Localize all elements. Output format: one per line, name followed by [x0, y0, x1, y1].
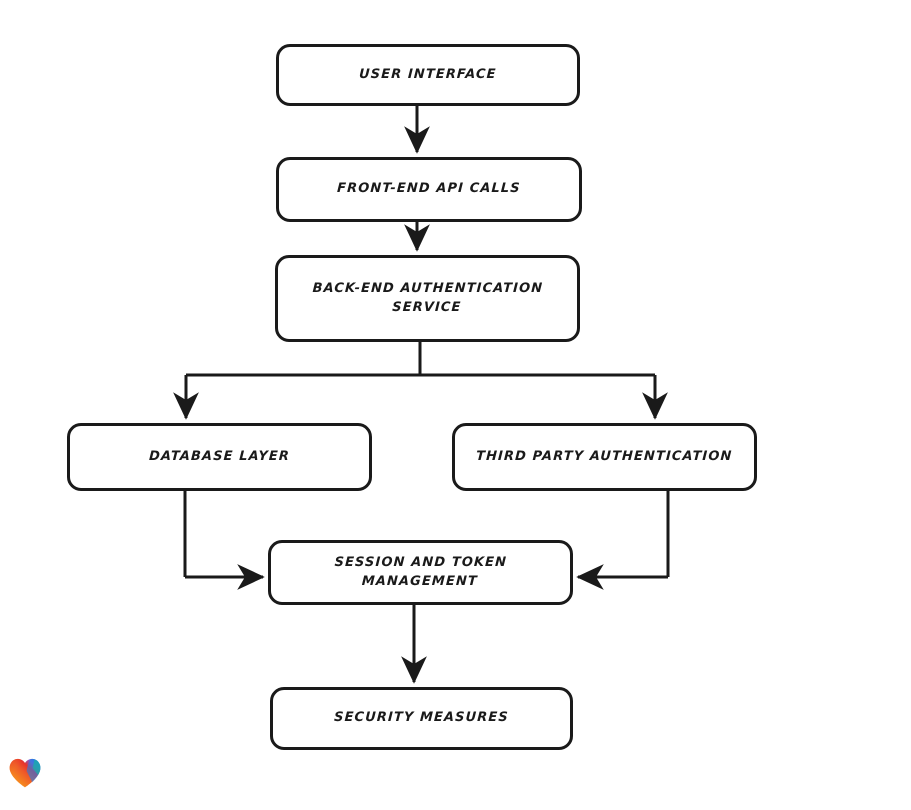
node-third-party-auth[interactable]: THIRD PARTY AUTHENTICATION — [452, 423, 757, 491]
node-user-interface[interactable]: USER INTERFACE — [276, 44, 580, 106]
node-session-token-mgmt[interactable]: SESSION AND TOKEN MANAGEMENT — [268, 540, 573, 605]
node-session-token-mgmt-label: SESSION AND TOKEN MANAGEMENT — [334, 554, 508, 589]
edge-thirdparty-to-session — [576, 491, 670, 590]
node-security-measures-label: SECURITY MEASURES — [333, 710, 510, 726]
node-front-end-api-calls[interactable]: FRONT-END API CALLS — [276, 157, 582, 222]
gradient-heart-icon — [9, 758, 41, 788]
node-database-layer[interactable]: DATABASE LAYER — [67, 423, 372, 491]
node-front-end-api-calls-label: FRONT-END API CALLS — [336, 181, 522, 197]
edge-backend-split-branch — [173, 342, 668, 420]
node-back-end-auth-service[interactable]: BACK-END AUTHENTICATION SERVICE — [275, 255, 580, 342]
node-security-measures[interactable]: SECURITY MEASURES — [270, 687, 573, 750]
node-database-layer-label: DATABASE LAYER — [148, 448, 291, 464]
node-user-interface-label: USER INTERFACE — [358, 66, 498, 82]
edge-database-to-session — [183, 491, 265, 590]
node-third-party-auth-label: THIRD PARTY AUTHENTICATION — [475, 448, 734, 464]
node-back-end-auth-service-label: BACK-END AUTHENTICATION SERVICE — [312, 280, 544, 315]
